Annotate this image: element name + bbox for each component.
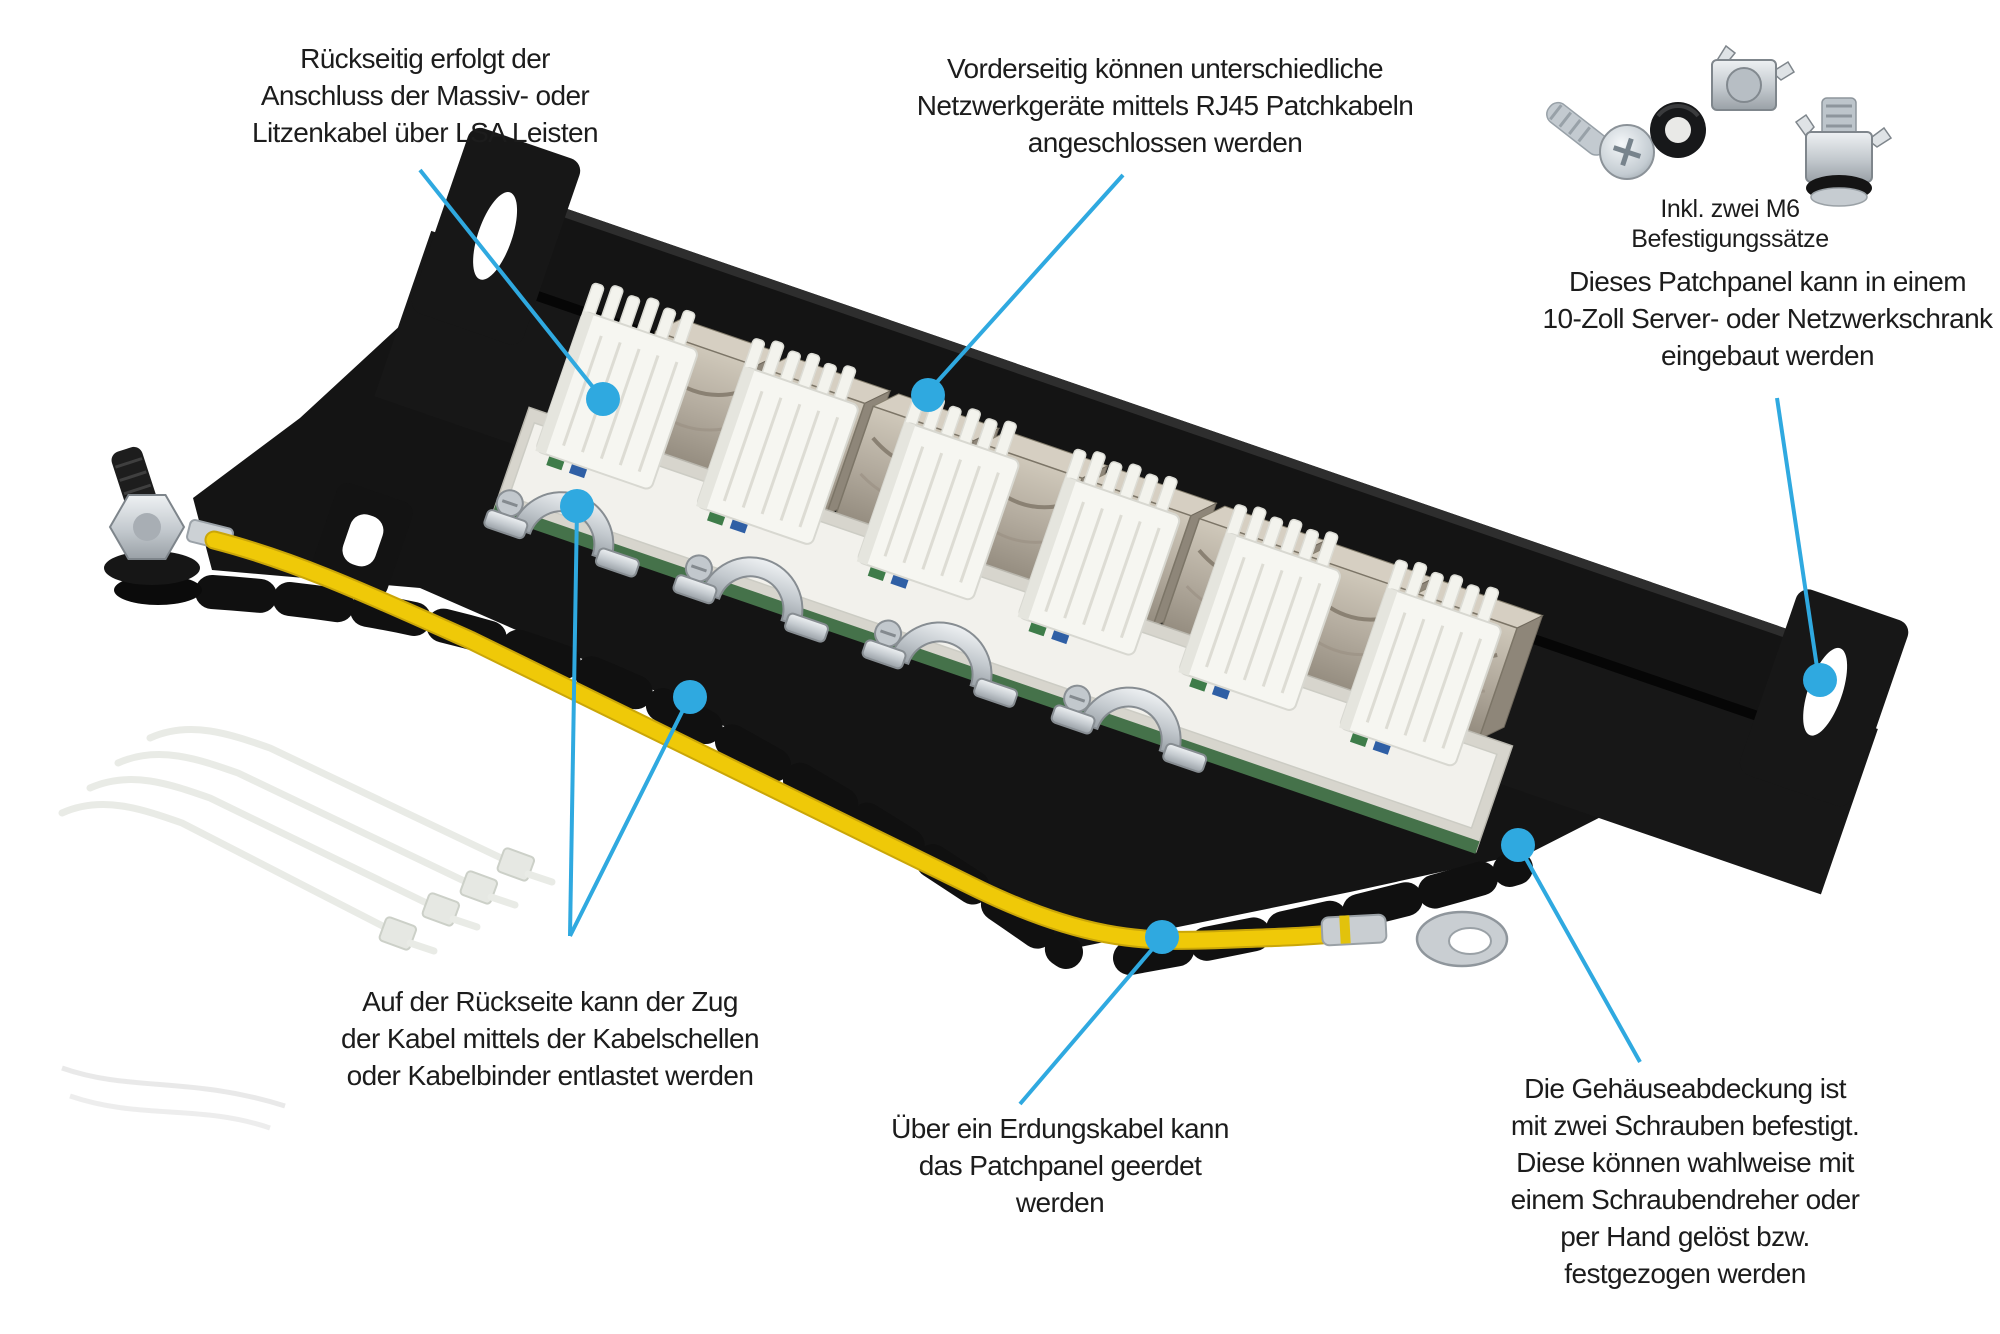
callout-text-rack-mount: Dieses Patchpanel kann in einem 10-Zoll …: [1525, 263, 2000, 374]
callout-text-line: der Kabel mittels der Kabelschellen: [341, 1023, 760, 1054]
callout-text-line: einem Schraubendreher oder: [1510, 1184, 1860, 1215]
callout-text-lsa: Rückseitig erfolgt der Anschluss der Mas…: [245, 40, 605, 151]
callout-dot-rack-mount: [1803, 663, 1837, 697]
callout-line-comb: [568, 697, 691, 937]
callout-dot-lsa: [586, 382, 620, 416]
callout-text-line: Diese können wahlweise mit: [1516, 1147, 1854, 1178]
m6-cage-nut: [1711, 44, 1796, 111]
m6-washer: [1650, 102, 1706, 158]
callout-line-grounding: [1018, 938, 1162, 1106]
callout-text-line: Über ein Erdungskabel kann: [891, 1113, 1229, 1144]
m6-mounting-set: [1546, 44, 1893, 207]
callout-text-line: oder Kabelbinder entlastet werden: [346, 1060, 754, 1091]
m6-set-caption: Inkl. zwei M6 Befestigungssätze: [1560, 194, 1900, 254]
m6-screw-with-cage-nut: [1794, 97, 1893, 207]
callout-text-line: Vorderseitig können unterschiedliche: [946, 53, 1384, 84]
cable-ties: [58, 725, 556, 955]
rack-ear-left: [411, 127, 581, 345]
callout-text-line: das Patchpanel geerdet werden: [918, 1150, 1202, 1218]
callout-text-line: festgezogen werden: [1564, 1258, 1806, 1289]
callout-text-line: angeschlossen werden: [1027, 127, 1303, 158]
patch-panel-body: [374, 127, 1909, 895]
callout-dot-clamp: [560, 489, 594, 523]
callout-text-line: Die Gehäuseabdeckung ist: [1524, 1073, 1846, 1104]
grounding-cable: [204, 530, 1509, 968]
callout-dot-cover-screw: [1501, 828, 1535, 862]
callout-dot-rj45: [911, 378, 945, 412]
callout-line-rj45: [926, 173, 1125, 394]
callout-text-line: Netzwerkgeräte mittels RJ45 Patchkabeln: [916, 90, 1414, 121]
callout-lines: [418, 168, 1820, 1106]
callout-line-clamp: [568, 507, 579, 937]
callout-text-line: mit zwei Schrauben befestigt.: [1510, 1110, 1860, 1141]
callout-text-line: Litzenkabel über LSA Leisten: [252, 117, 599, 148]
ring-terminal: [1320, 910, 1509, 968]
callout-dot-grounding: [1145, 920, 1179, 954]
wall-mount-tab: [311, 482, 413, 598]
callout-text-line: 10-Zoll Server- oder Netzwerkschrank: [1542, 303, 1993, 334]
caption-text: Inkl. zwei M6 Befestigungssätze: [1631, 195, 1829, 253]
callout-text-line: Dieses Patchpanel kann in einem: [1569, 266, 1967, 297]
grounding-screw: [104, 446, 234, 605]
callout-text-line: eingebaut werden: [1660, 340, 1875, 371]
callout-dots: [560, 378, 1837, 954]
background-shadow-lines: [61, 1065, 286, 1131]
callout-text-grounding: Über ein Erdungskabel kann das Patchpane…: [875, 1110, 1245, 1221]
callout-text-line: Rückseitig erfolgt der: [300, 43, 550, 74]
callout-text-cover-screws: Die Gehäuseabdeckung ist mit zwei Schrau…: [1495, 1070, 1875, 1292]
callout-text-line: Auf der Rückseite kann der Zug: [362, 986, 738, 1017]
callout-line-cover-screw: [1518, 847, 1642, 1063]
callout-line-lsa: [418, 168, 602, 398]
callout-text-line: Anschluss der Massiv- oder: [260, 80, 590, 111]
callout-text-strain-relief: Auf der Rückseite kann der Zug der Kabel…: [330, 983, 770, 1094]
callout-text-line: per Hand gelöst bzw.: [1560, 1221, 1810, 1252]
rack-ear-right: [1739, 589, 1909, 807]
callout-dot-comb: [673, 680, 707, 714]
m6-screw: [1546, 101, 1655, 180]
callout-line-rack-mount: [1775, 397, 1820, 675]
ear-hole-left: [473, 192, 518, 280]
callout-text-rj45: Vorderseitig können unterschiedliche Net…: [900, 50, 1430, 161]
